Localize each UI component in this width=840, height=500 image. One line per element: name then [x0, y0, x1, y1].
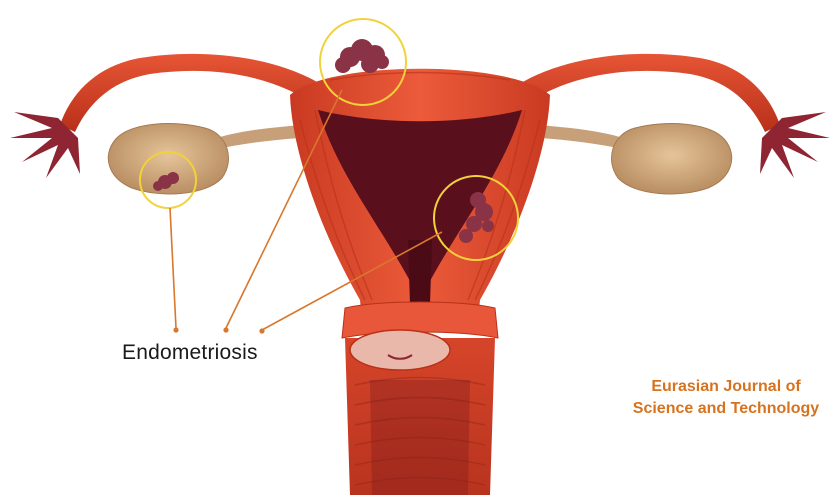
right-fallopian-tube: [510, 54, 780, 132]
vaginal-inner: [370, 380, 470, 495]
cervical-os: [350, 330, 450, 370]
lesion-top: [335, 39, 389, 73]
journal-watermark-line2: Science and Technology: [612, 398, 840, 420]
cavity-canal: [408, 240, 432, 305]
pointer-dots: [173, 327, 264, 333]
journal-watermark-line1: Eurasian Journal of: [612, 376, 840, 398]
left-fallopian-tube: [60, 54, 330, 132]
right-ovary: [612, 124, 732, 194]
endometriosis-label: Endometriosis: [122, 341, 258, 365]
